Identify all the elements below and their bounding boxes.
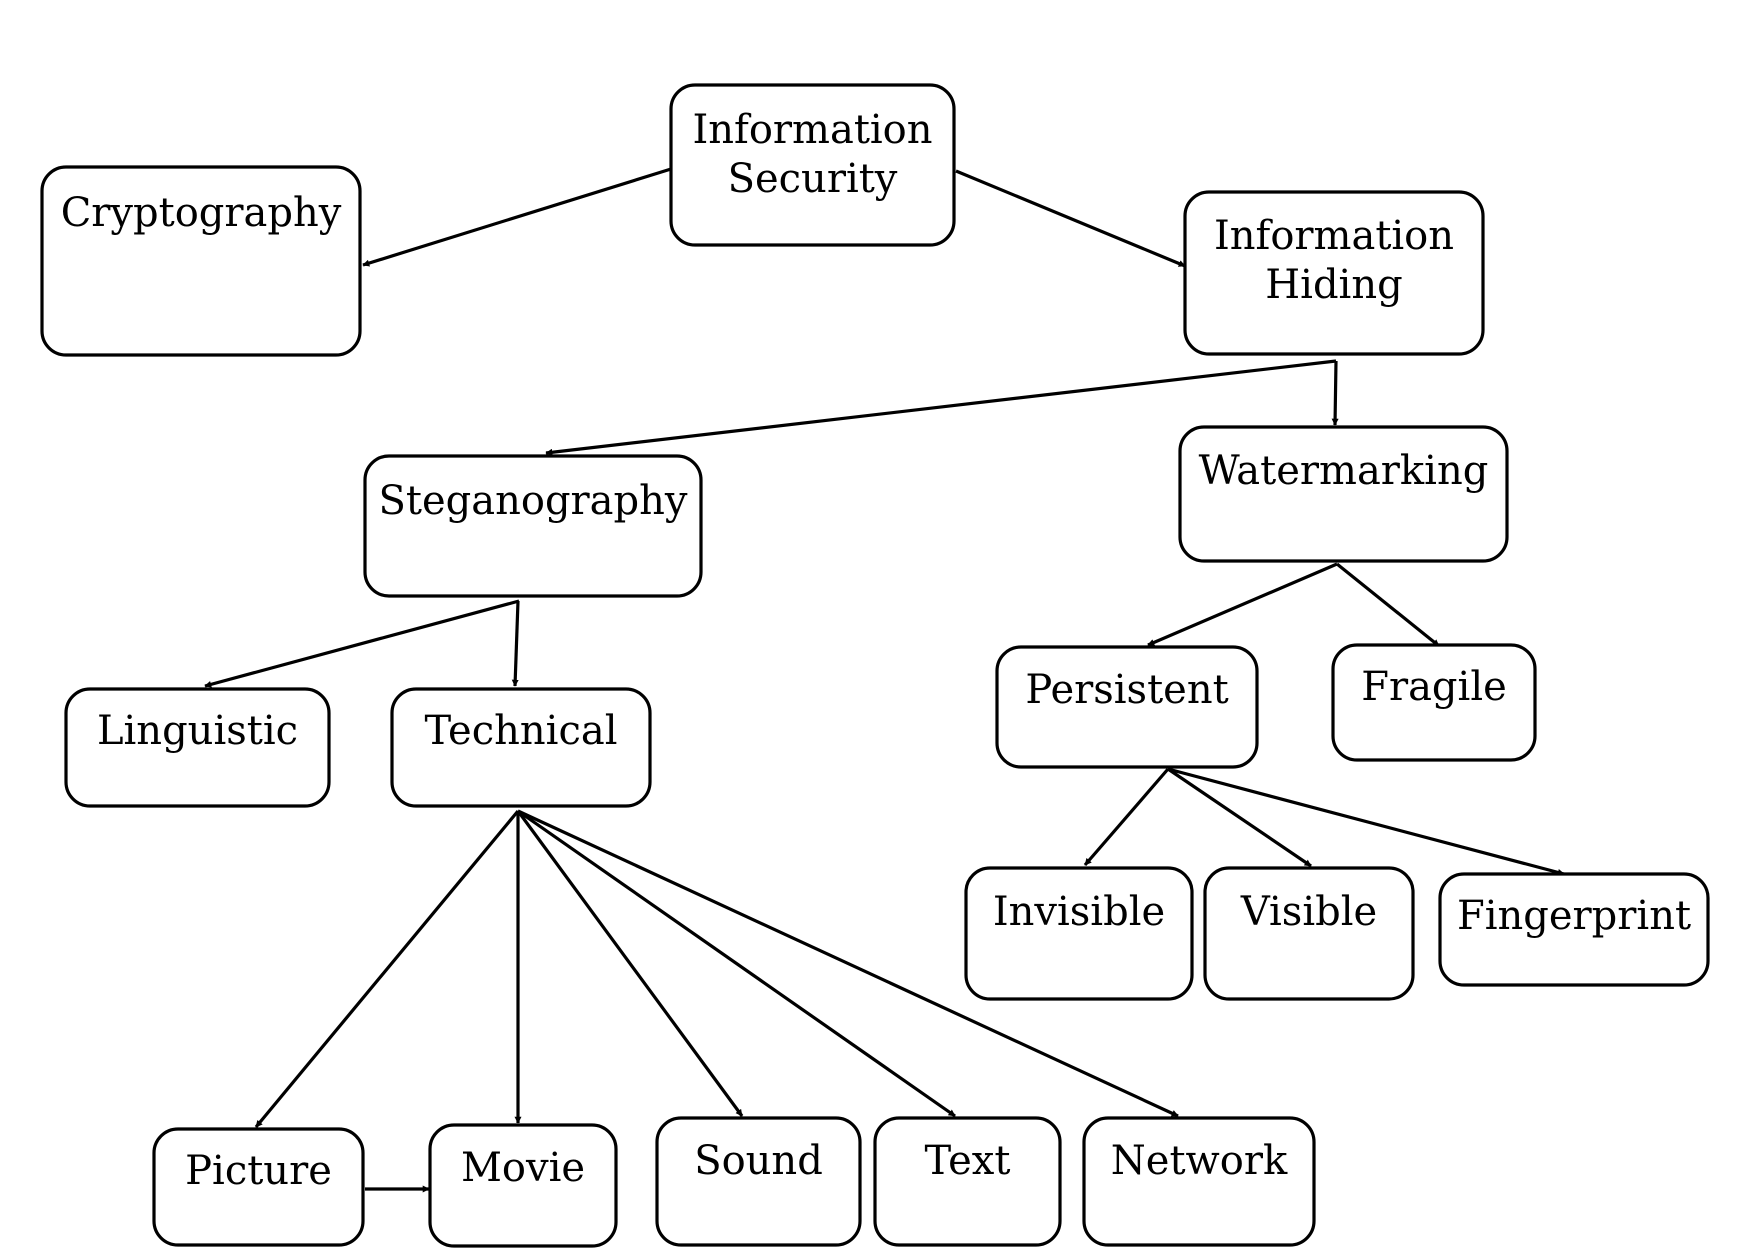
node-label-movie: Movie <box>461 1145 585 1191</box>
node-fingerprint: Fingerprint <box>1438 872 1710 987</box>
node-box-fragile <box>1331 643 1537 762</box>
node-linguistic: Linguistic <box>64 687 331 808</box>
node-box-technical <box>390 687 652 808</box>
node-label-network: Network <box>1111 1138 1288 1184</box>
node-label-text: Text <box>925 1138 1011 1184</box>
node-technical: Technical <box>390 687 652 808</box>
node-box-watermarking <box>1178 425 1509 563</box>
node-picture: Picture <box>152 1127 365 1247</box>
node-box-visible <box>1203 866 1415 1001</box>
node-visible: Visible <box>1203 866 1415 1001</box>
node-steganography: Steganography <box>363 454 703 598</box>
node-watermarking: Watermarking <box>1178 425 1509 563</box>
node-movie: Movie <box>428 1123 618 1248</box>
node-box-text <box>873 1116 1062 1247</box>
node-label-steganography: Steganography <box>379 478 688 524</box>
node-label-information-security-line-1: Information <box>692 107 932 153</box>
node-invisible: Invisible <box>964 866 1194 1001</box>
node-label-information-security-line-2: Security <box>728 156 898 202</box>
node-label-fingerprint: Fingerprint <box>1457 893 1691 939</box>
node-label-cryptography: Cryptography <box>61 190 342 236</box>
node-label-persistent: Persistent <box>1025 667 1228 713</box>
arrow-persistent-to-invisible <box>1083 767 1170 867</box>
node-box-movie <box>428 1123 618 1248</box>
arrow-steganography-to-linguistic <box>204 599 520 688</box>
node-box-picture <box>152 1127 365 1247</box>
node-persistent: Persistent <box>995 645 1259 769</box>
arrow-technical-to-picture <box>254 809 520 1129</box>
arrow-steganography-to-technical <box>511 600 520 687</box>
node-box-information-hiding <box>1183 190 1485 356</box>
arrow-information-security-to-cryptography <box>362 167 672 267</box>
node-label-information-hiding-line-2: Hiding <box>1265 262 1402 308</box>
arrow-technical-to-text <box>517 809 956 1118</box>
node-label-visible: Visible <box>1240 889 1377 935</box>
node-label-technical: Technical <box>424 708 617 754</box>
node-network: Network <box>1082 1116 1316 1247</box>
node-cryptography: Cryptography <box>40 165 362 357</box>
node-box-network <box>1082 1116 1316 1247</box>
node-box-steganography <box>363 454 703 598</box>
arrow-technical-to-sound <box>516 810 744 1117</box>
node-box-information-security <box>669 83 956 247</box>
node-label-linguistic: Linguistic <box>97 708 298 754</box>
node-sound: Sound <box>655 1116 862 1247</box>
arrow-persistent-to-fingerprint <box>1167 767 1565 876</box>
node-fragile: Fragile <box>1331 643 1537 762</box>
node-box-sound <box>655 1116 862 1247</box>
arrow-technical-to-network <box>517 809 1179 1118</box>
node-label-invisible: Invisible <box>993 889 1165 935</box>
node-text: Text <box>873 1116 1062 1247</box>
node-box-invisible <box>964 866 1194 1001</box>
edges <box>204 167 1565 1193</box>
arrow-information-security-to-information-hiding <box>955 169 1186 268</box>
node-box-linguistic <box>64 687 331 808</box>
node-label-sound: Sound <box>694 1138 823 1184</box>
arrow-persistent-to-visible <box>1167 767 1312 868</box>
node-label-fragile: Fragile <box>1361 664 1507 710</box>
node-label-information-hiding-line-1: Information <box>1214 213 1454 259</box>
arrow-information-hiding-to-watermarking <box>1331 360 1339 426</box>
arrow-information-hiding-to-steganography <box>545 359 1337 456</box>
node-label-watermarking: Watermarking <box>1199 448 1489 494</box>
node-box-cryptography <box>40 165 362 357</box>
arrow-watermarking-to-fragile <box>1335 562 1441 648</box>
node-box-fingerprint <box>1438 872 1710 987</box>
node-box-persistent <box>995 645 1259 769</box>
arrow-watermarking-to-persistent <box>1147 562 1338 647</box>
node-label-picture: Picture <box>185 1148 332 1194</box>
